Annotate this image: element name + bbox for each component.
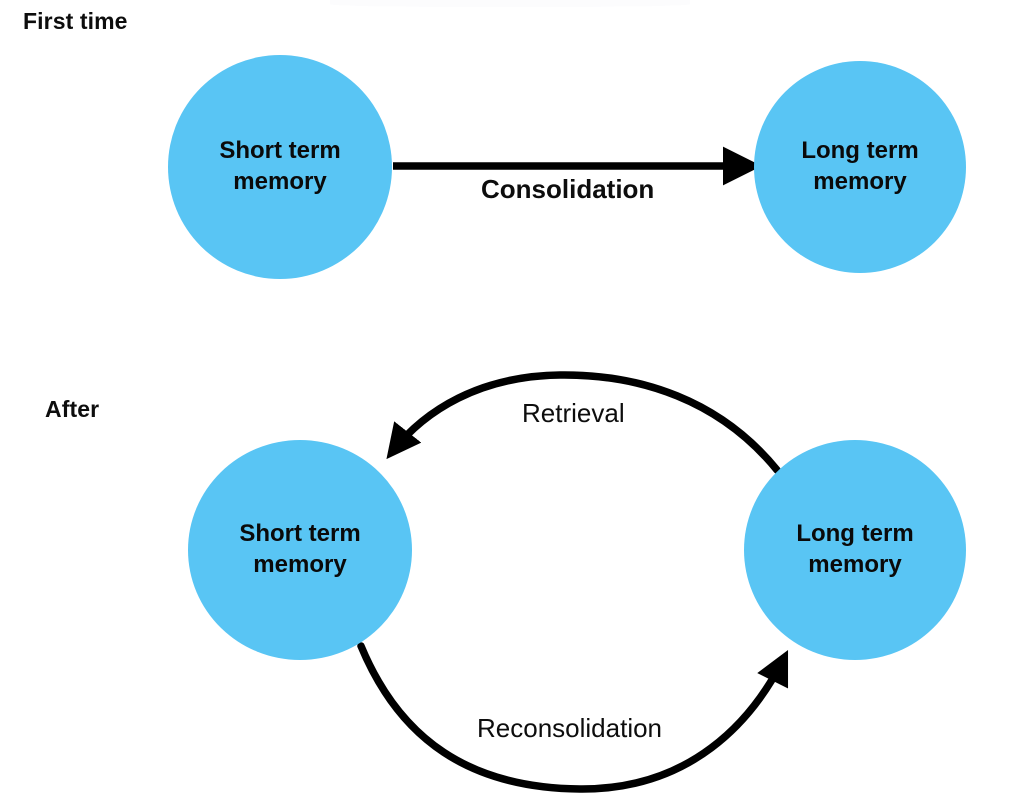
section-label-after: After [45,396,100,422]
cropped-title-band [330,0,690,7]
node-long-term-memory-bottom[interactable]: Long term memory [744,440,966,660]
node-label: Long term memory [796,520,914,578]
node-label: Short term memory [239,520,361,578]
edge-label-consolidation: Consolidation [481,174,655,204]
edge-label-reconsolidation: Reconsolidation [477,713,663,743]
node-long-term-memory-top[interactable]: Long term memory [754,61,966,273]
node-short-term-memory-bottom[interactable]: Short term memory [188,440,412,660]
section-label-first-time: First time [23,8,128,34]
edge-label-retrieval: Retrieval [522,398,625,428]
node-short-term-memory-top[interactable]: Short term memory [168,55,392,279]
node-label: Long term memory [801,137,919,195]
node-label: Short term memory [219,137,341,195]
